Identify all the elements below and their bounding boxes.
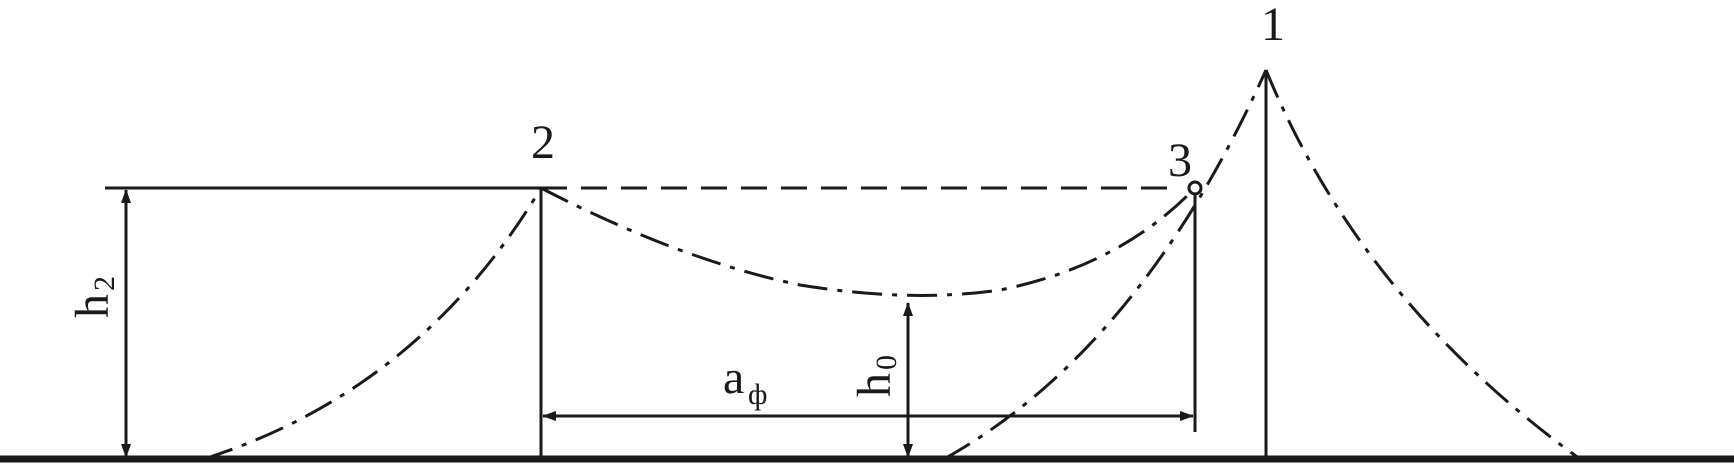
svg-text:a: a [723,351,744,404]
label-h0: h 0 [848,355,903,397]
zone-curve-rod-1-left [943,69,1268,461]
label-h2: h 2 [66,276,121,318]
zone-curve-between-rods-2-3 [540,186,1197,297]
zone-curve-rod-1-right [1264,69,1581,461]
svg-text:h: h [66,294,119,318]
svg-text:h: h [848,373,901,397]
svg-text:2: 2 [88,276,121,291]
label-a-phi: a ф [723,351,767,411]
svg-text:0: 0 [870,355,903,370]
rod-3-top-point [1187,180,1203,196]
svg-text:ф: ф [748,378,767,411]
label-point-1: 1 [1261,0,1285,51]
label-point-2: 2 [531,116,555,169]
label-point-3: 3 [1168,134,1192,187]
zone-curve-rod-2-left [203,187,543,461]
